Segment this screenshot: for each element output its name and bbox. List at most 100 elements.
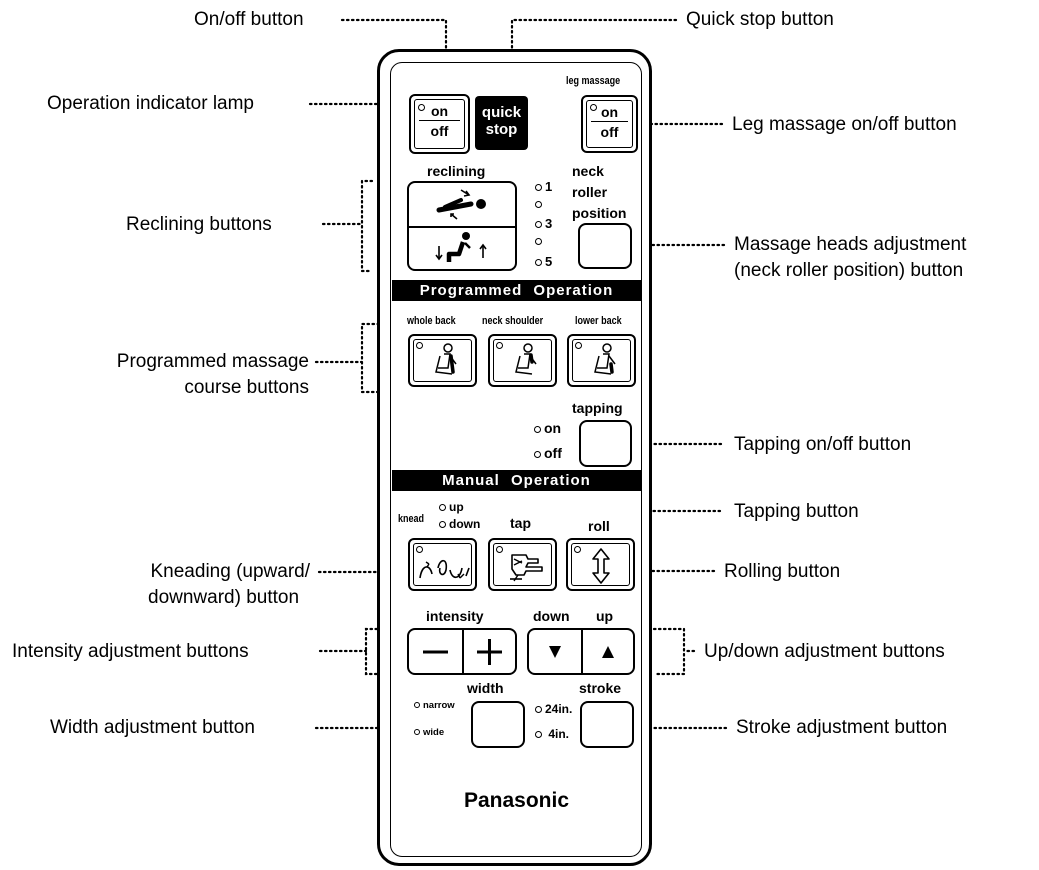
intensity-buttons [407, 628, 517, 675]
massage-seat-icon [594, 343, 616, 375]
tapping-label: tapping [572, 400, 623, 416]
callout-massage-heads-2: (neck roller position) button [734, 260, 964, 281]
on-off-button[interactable]: on off [409, 94, 470, 154]
width-narrow-indicator: narrow [414, 700, 455, 711]
tap-label: tap [510, 515, 531, 531]
callout-kneading-2: downward) button [148, 587, 300, 608]
leg-massage-button[interactable]: on off [581, 95, 638, 153]
neck-roller-position-button[interactable] [578, 223, 632, 269]
down-label: down [533, 608, 570, 624]
width-wide-indicator: wide [414, 727, 444, 738]
stroke-24in-indicator: 24in. [535, 702, 572, 716]
course-lamp [575, 342, 582, 349]
callout-tapping: Tapping button [734, 501, 859, 522]
sit-upright-icon [435, 232, 487, 262]
width-adjustment-button[interactable] [471, 701, 525, 748]
massage-seat-icon [435, 343, 457, 375]
remote-control-panel [390, 62, 642, 857]
operation-indicator-lamp [418, 104, 425, 111]
knead-up-indicator: up [439, 500, 464, 514]
neck-label-1: neck [572, 163, 604, 179]
callout-tapping-onoff: Tapping on/off button [734, 434, 912, 455]
knead-label: knead [398, 513, 425, 525]
course-button-whole-back[interactable] [408, 334, 477, 387]
up-button[interactable] [583, 630, 633, 673]
neck-label-2: roller [572, 184, 608, 200]
manual-operation-bar: Manual Operation [392, 470, 641, 491]
position-level-4-lamp [535, 238, 542, 245]
kneading-lamp [416, 546, 423, 553]
callout-reclining: Reclining buttons [126, 214, 272, 235]
tapping-on-off-button[interactable] [579, 420, 632, 467]
stroke-adjustment-button[interactable] [580, 701, 634, 748]
leg-massage-label: leg massage [566, 75, 621, 87]
tapping-on-indicator: on [534, 420, 561, 436]
down-button[interactable] [529, 630, 581, 673]
kneading-icon [419, 559, 470, 579]
callout-quick-stop: Quick stop button [686, 9, 834, 30]
up-down-arrow-icon [592, 548, 610, 584]
massage-seat-icon [515, 343, 537, 375]
stroke-label: stroke [579, 680, 622, 696]
callout-updown: Up/down adjustment buttons [704, 641, 945, 662]
reclining-label: reclining [427, 163, 486, 179]
callout-programmed-2: course buttons [184, 377, 309, 398]
callout-massage-heads-1: Massage heads adjustment [734, 234, 967, 255]
triangle-up-icon [602, 646, 614, 658]
callout-operation-lamp: Operation indicator lamp [47, 93, 254, 114]
position-level-5: 5 [535, 254, 552, 269]
neck-label-3: position [572, 205, 627, 221]
brand-logo: Panasonic [463, 789, 570, 812]
intensity-increase-button[interactable] [464, 630, 515, 673]
rolling-button[interactable] [566, 538, 635, 591]
position-level-3: 3 [535, 216, 552, 231]
callout-rolling: Rolling button [724, 561, 841, 582]
recline-back-button[interactable] [409, 183, 515, 226]
reclining-buttons [407, 181, 517, 271]
tapping-button[interactable] [488, 538, 557, 591]
callout-width: Width adjustment button [50, 717, 255, 738]
course-button-lower-back[interactable] [567, 334, 636, 387]
roll-label: roll [588, 518, 610, 534]
course-label-neck-shoulder: neck shoulder [482, 315, 544, 327]
recline-upright-button[interactable] [409, 228, 515, 269]
course-button-neck-shoulder[interactable] [488, 334, 557, 387]
width-label: width [467, 680, 504, 696]
quick-stop-label-1: quick [481, 104, 522, 121]
callout-intensity: Intensity adjustment buttons [12, 641, 249, 662]
intensity-decrease-button[interactable] [409, 630, 462, 673]
kneading-button[interactable] [408, 538, 477, 591]
callout-stroke: Stroke adjustment button [736, 717, 948, 738]
on-off-on-label: on [430, 103, 449, 119]
leg-off-label: off [600, 124, 619, 140]
course-label-whole-back: whole back [407, 315, 456, 327]
up-down-buttons [527, 628, 635, 675]
course-lamp [416, 342, 423, 349]
callout-programmed-1: Programmed massage [116, 351, 309, 372]
quick-stop-label-2: stop [485, 121, 518, 138]
plus-icon [477, 639, 502, 665]
triangle-down-icon [549, 646, 561, 658]
up-label: up [596, 608, 614, 624]
callout-kneading-1: Kneading (upward/ [150, 561, 311, 582]
position-level-1: 1 [535, 179, 552, 194]
stroke-4in-indicator: 4in. [535, 727, 569, 741]
position-level-2-lamp [535, 201, 542, 208]
knead-down-indicator: down [439, 517, 480, 531]
recline-back-icon [436, 189, 486, 220]
tapping-hand-icon [510, 554, 543, 582]
tap-lamp [496, 546, 503, 553]
quick-stop-button[interactable]: quick stop [475, 96, 528, 150]
callout-leg-massage: Leg massage on/off button [732, 114, 957, 135]
intensity-label: intensity [426, 608, 484, 624]
leg-massage-lamp [590, 104, 597, 111]
tapping-off-indicator: off [534, 445, 562, 461]
callout-on-off: On/off button [194, 9, 304, 30]
on-off-off-label: off [430, 123, 449, 139]
roll-lamp [574, 546, 581, 553]
minus-icon [423, 650, 448, 654]
leg-on-label: on [600, 104, 619, 120]
programmed-operation-bar: Programmed Operation [392, 280, 641, 301]
course-lamp [496, 342, 503, 349]
course-label-lower-back: lower back [575, 315, 622, 327]
